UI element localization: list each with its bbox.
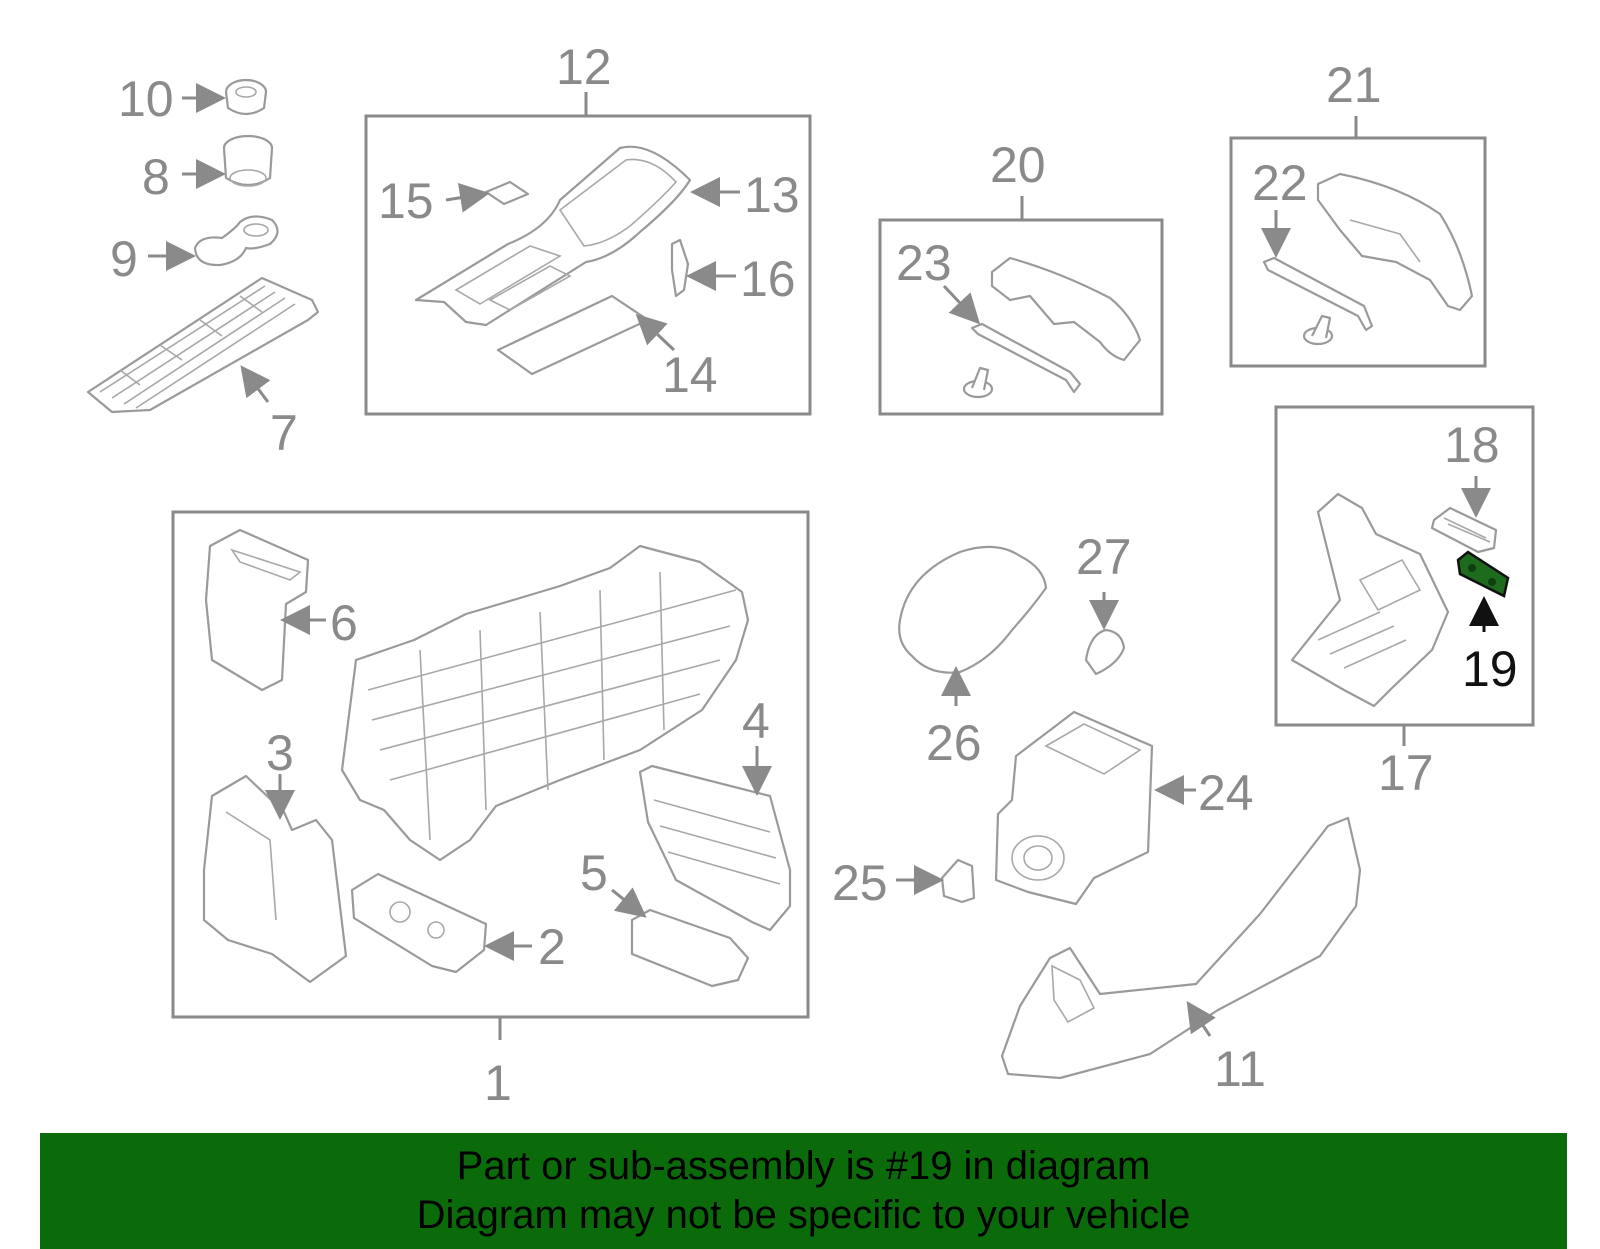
part-4-side-bracket	[638, 764, 792, 932]
part-23-bracket	[970, 322, 1082, 394]
callout-8: 8	[142, 149, 170, 205]
part-7-tray	[86, 276, 320, 414]
callout-24: 24	[1198, 765, 1254, 821]
part-9-gasket	[193, 215, 279, 267]
callout-23: 23	[896, 235, 952, 291]
callout-26: 26	[926, 715, 982, 771]
callout-19: 19	[1462, 641, 1518, 697]
callout-21: 21	[1326, 57, 1382, 113]
callout-4: 4	[742, 693, 770, 749]
part-23-screw	[962, 366, 994, 399]
part-26-armrest-lid	[898, 545, 1048, 674]
callout-17: 17	[1378, 745, 1434, 801]
part-24-storage-bin	[994, 710, 1154, 906]
callout-15: 15	[378, 173, 434, 229]
part-16-clip	[670, 238, 690, 298]
callout-27: 27	[1076, 529, 1132, 585]
part-21-armrest-trim	[1316, 172, 1474, 312]
callout-9: 9	[110, 231, 138, 287]
part-17-rear-panel	[1290, 492, 1450, 708]
callout-16: 16	[740, 251, 796, 307]
callout-11: 11	[1214, 1041, 1266, 1097]
group-box-21	[1229, 136, 1487, 368]
callout-10: 10	[118, 71, 174, 127]
part-20-armrest-trim	[990, 256, 1142, 362]
callout-20: 20	[990, 137, 1046, 193]
group-box-1	[171, 510, 810, 1019]
part-19-highlighted-switch	[1456, 550, 1510, 598]
callout-12: 12	[556, 39, 612, 95]
part-1-console-frame	[340, 544, 750, 862]
part-18-vent	[1430, 506, 1498, 554]
part-22-screw	[1302, 314, 1334, 346]
callout-3: 3	[266, 725, 294, 781]
banner-line-1: Part or sub-assembly is #19 in diagram	[456, 1144, 1151, 1188]
callout-14: 14	[662, 347, 718, 403]
part-22-bracket	[1262, 256, 1374, 332]
banner-line-2: Diagram may not be specific to your vehi…	[416, 1193, 1191, 1237]
callout-2: 2	[538, 919, 566, 975]
part-8-cup-ring	[222, 134, 274, 187]
part-3-side-bracket	[202, 774, 348, 984]
part-6-end-cap	[204, 528, 310, 692]
callout-25: 25	[832, 855, 888, 911]
callout-13: 13	[744, 167, 800, 223]
part-15-pad	[484, 180, 530, 206]
group-box-12	[364, 114, 812, 416]
part-5-plate	[630, 908, 750, 988]
part-14-mat	[496, 294, 650, 376]
callout-7: 7	[270, 405, 298, 461]
part-11-side-panel	[1000, 816, 1362, 1080]
callout-18: 18	[1444, 417, 1500, 473]
leader-lines	[148, 83, 1499, 1040]
callout-6: 6	[330, 595, 358, 651]
callout-1: 1	[484, 1055, 512, 1111]
part-2-mount-bracket	[350, 872, 488, 974]
info-banner: Part or sub-assembly is #19 in diagram D…	[40, 1133, 1567, 1249]
part-10-cap	[224, 78, 268, 116]
part-13-console-top	[414, 145, 692, 327]
callout-22: 22	[1252, 155, 1308, 211]
callout-5: 5	[580, 845, 608, 901]
part-25-clip	[940, 858, 976, 904]
part-27-latch	[1084, 628, 1126, 676]
